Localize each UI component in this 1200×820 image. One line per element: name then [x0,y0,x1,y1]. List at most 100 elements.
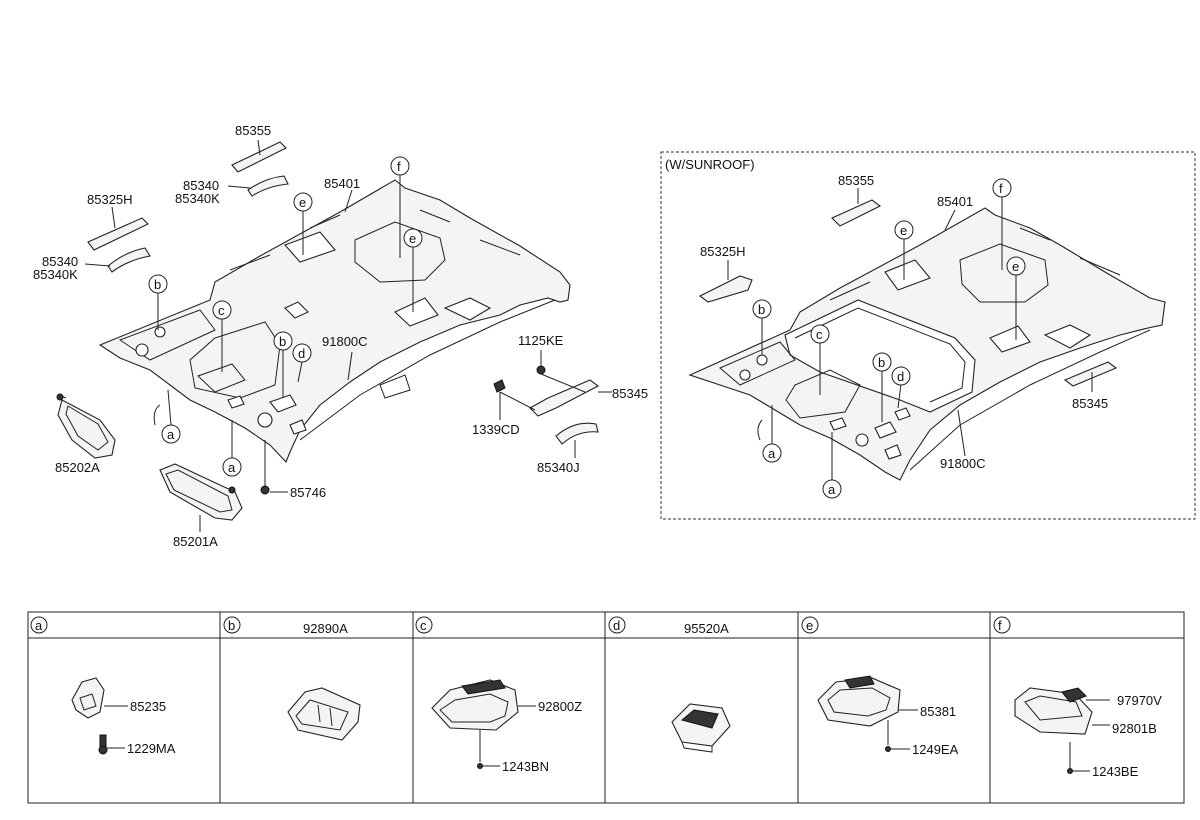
sunroof-label-85345: 85345 [1072,396,1108,411]
sunroof-part-85355-shape [831,199,882,227]
part-85345-shape [529,379,600,417]
part-92890a-shape [287,687,361,741]
sunroof-view-callouts: a a b b c d e e f [752,178,1026,499]
label-92890a: 92890A [303,621,348,636]
detail-table: a 85235 1229MA b 92890A c 9 [27,611,1185,804]
part-85381-shape [817,677,901,727]
part-85355-shape [231,141,287,173]
svg-text:a: a [167,427,175,442]
detail-cell-a: a 85235 1229MA [30,616,176,756]
svg-text:d: d [298,346,305,361]
sunroof-label-85325h: 85325H [700,244,746,259]
label-95520a: 95520A [684,621,729,636]
label-85340-left: 85340 [42,254,78,269]
svg-text:d: d [897,369,904,384]
detail-cell-f: f 97970V 92801B 1243BE [993,616,1162,779]
label-92800z: 92800Z [538,699,582,714]
sunroof-title: (W/SUNROOF) [665,157,755,172]
part-97970v-shape [1061,687,1087,703]
detail-cell-b: b 92890A [223,616,361,741]
label-97970v: 97970V [1117,693,1162,708]
callout-c: c [212,300,232,320]
label-85325h: 85325H [87,192,133,207]
callout-d: d [292,343,312,363]
svg-text:e: e [806,618,813,633]
sunroof-label-85355: 85355 [838,173,874,188]
part-85201a-shape [159,463,243,521]
svg-text:b: b [758,302,765,317]
sunroof-callout-e: e [1006,256,1026,276]
callout-b: b [273,331,293,351]
sunroof-label-91800c: 91800C [940,456,986,471]
svg-text:b: b [228,618,235,633]
label-85381: 85381 [920,704,956,719]
part-92800z-shape [431,679,519,731]
label-85340-top: 85340 [183,178,219,193]
callout-b: b [148,274,168,294]
label-85235: 85235 [130,699,166,714]
label-85340k-top: 85340K [175,191,220,206]
detail-cell-d: d 95520A [608,616,731,753]
label-85340j: 85340J [537,460,580,475]
label-1243bn: 1243BN [502,759,549,774]
label-85746: 85746 [290,485,326,500]
svg-text:e: e [299,195,306,210]
svg-text:e: e [900,223,907,238]
part-85235-shape [71,677,105,719]
sunroof-label-85401: 85401 [937,194,973,209]
svg-text:c: c [816,327,823,342]
label-92801b: 92801B [1112,721,1157,736]
sunroof-callout-c: c [810,324,830,344]
svg-text:c: c [218,303,225,318]
svg-text:d: d [613,618,620,633]
svg-text:b: b [878,355,885,370]
label-1125ke: 1125KE [518,333,564,348]
part-85202a-shape [57,399,116,459]
callout-a: a [161,424,181,444]
callout-f: f [390,156,410,176]
svg-text:e: e [409,231,416,246]
label-85201a: 85201A [173,534,218,549]
main-view [56,139,612,532]
svg-text:e: e [1012,259,1019,274]
svg-text:b: b [154,277,161,292]
svg-text:c: c [420,618,427,633]
sunroof-view-labels: 85355 85401 85325H 85345 91800C [700,173,1108,471]
sunroof-callout-a: a [762,443,782,463]
sunroof-part-85345-shape [1063,361,1118,387]
label-1249ea: 1249EA [912,742,959,757]
part-85340j-shape [555,422,599,445]
sunroof-callout-a: a [822,479,842,499]
callout-e: e [293,192,313,212]
svg-text:a: a [768,446,776,461]
label-1339cd: 1339CD [472,422,520,437]
sunroof-view: (W/SUNROOF) [660,151,1196,520]
svg-text:f: f [397,159,401,174]
svg-text:b: b [279,334,286,349]
sunroof-part-85325h-shape [698,275,753,303]
label-85355: 85355 [235,123,271,138]
svg-text:f: f [998,618,1002,633]
part-85340-left-shape [107,247,151,273]
sunroof-callout-b: b [752,299,772,319]
label-91800c: 91800C [322,334,368,349]
svg-text:f: f [999,181,1003,196]
main-view-labels: 85355 85340 85340K 85325H 85340 85340K 8… [33,123,648,549]
svg-text:a: a [35,618,43,633]
sunroof-callout-f: f [992,178,1012,198]
sunroof-callout-e: e [894,220,914,240]
svg-text:a: a [828,482,836,497]
label-1243be: 1243BE [1092,764,1139,779]
callout-a: a [222,457,242,477]
detail-cell-e: e 85381 1249EA [801,616,959,757]
label-85202a: 85202A [55,460,100,475]
detail-cell-c: c 92800Z 1243BN [415,616,582,774]
callout-e: e [403,228,423,248]
part-85325h-shape [87,217,149,251]
part-85340-top-shape [247,175,289,197]
sunroof-callout-d: d [891,366,911,386]
label-85401: 85401 [324,176,360,191]
sunroof-callout-b: b [872,352,892,372]
label-85340k-left: 85340K [33,267,78,282]
